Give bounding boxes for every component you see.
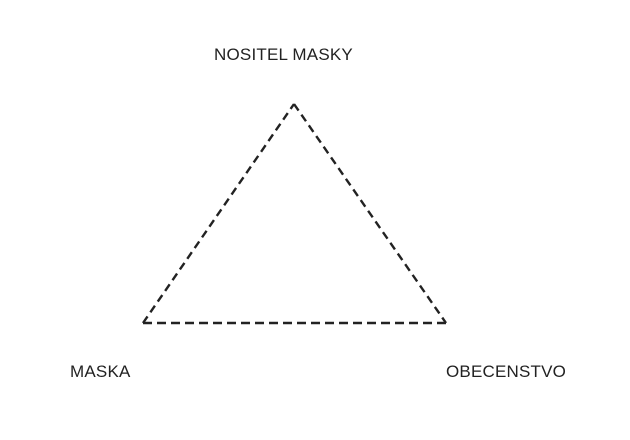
node-label-right: OBECENSTVO [446, 362, 567, 381]
node-label-top: NOSITEL MASKY [214, 45, 353, 64]
edge-maska-nositel [142, 103, 295, 324]
edge-nositel-obecenstvo [293, 103, 447, 324]
node-label-left: MASKA [70, 362, 131, 381]
